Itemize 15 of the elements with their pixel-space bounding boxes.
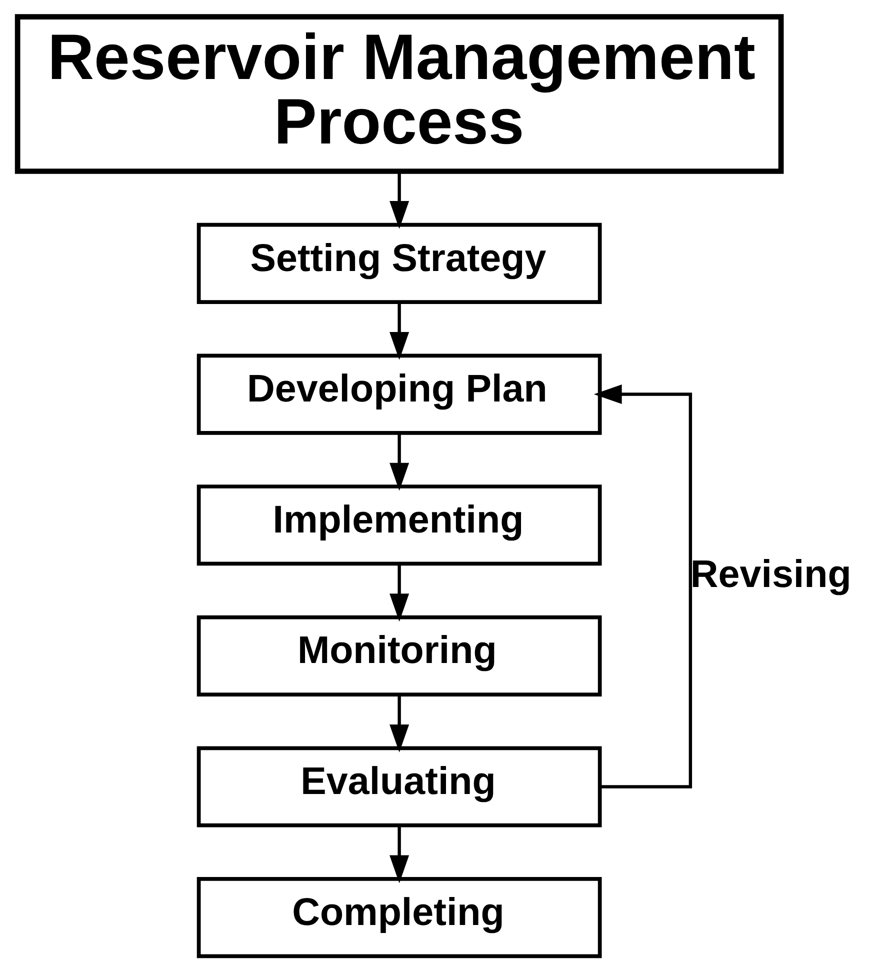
edge-label: Revising	[690, 553, 852, 596]
node-box: Completing	[196, 877, 602, 958]
node-box: Evaluating	[196, 746, 602, 828]
node-box: Reservoir Management Process	[14, 14, 784, 174]
node-box: Implementing	[196, 484, 602, 566]
arrow	[390, 564, 410, 622]
node-box: Monitoring	[196, 615, 602, 696]
arrow	[390, 826, 410, 884]
arrow	[390, 434, 410, 491]
node-box: Developing Plan	[196, 354, 602, 435]
arrow	[390, 302, 410, 360]
arrow	[594, 384, 692, 788]
node-box: Setting Strategy	[196, 222, 602, 304]
arrow	[390, 695, 410, 752]
arrow	[390, 172, 410, 229]
